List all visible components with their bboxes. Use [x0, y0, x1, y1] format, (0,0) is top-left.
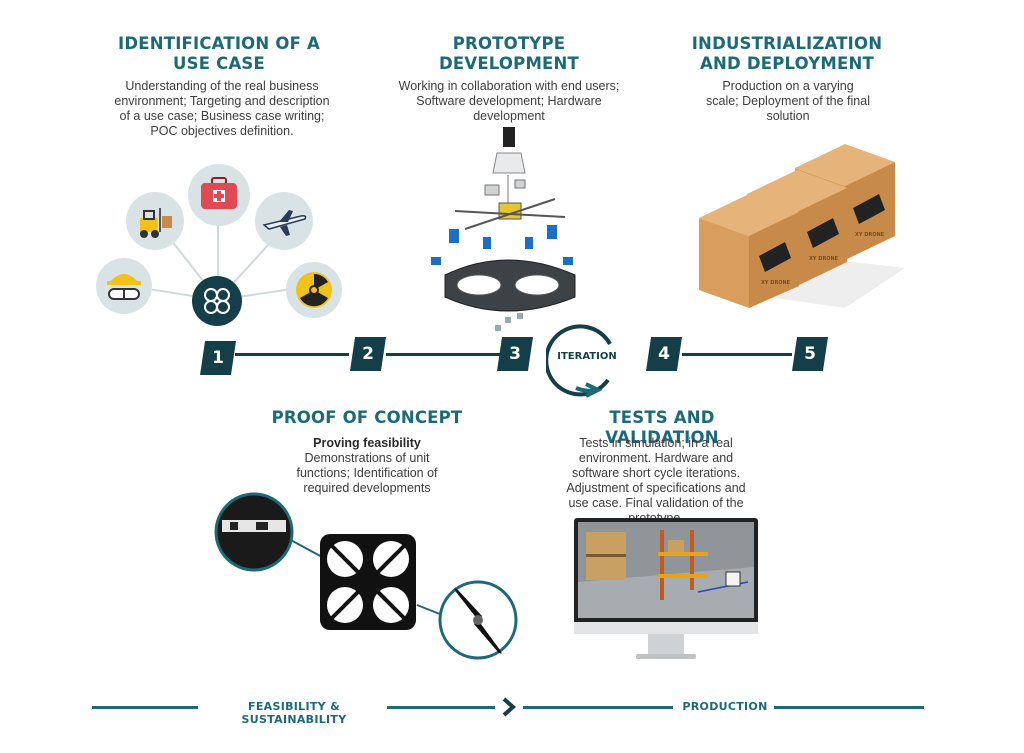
step-3-description: Working in collaboration with end users;…: [398, 79, 620, 123]
step-4-title: TESTS AND VALIDATION: [605, 408, 719, 447]
step-2-description: Demonstrations of unit functions; Identi…: [296, 451, 438, 495]
proof-of-concept-illustration: [214, 492, 518, 660]
propeller-icon: [438, 580, 518, 660]
step-5-description: Production on a varying scale; Deploymen…: [706, 79, 870, 123]
step-4-description: Tests in simulation; in a real environme…: [566, 436, 746, 525]
step-1-badge: 1: [200, 341, 236, 375]
hard-hat-goggles-icon: [96, 258, 152, 314]
footer-line-right-1: [523, 706, 673, 709]
footer-line-left-1: [92, 706, 198, 709]
camera-sensor-icon: [214, 492, 294, 572]
footer-line-left-2: [387, 706, 495, 709]
footer-feasibility-label: FEASIBILITY & SUSTAINABILITY: [241, 700, 347, 726]
footer-line-right-2: [774, 706, 924, 709]
step-5-badge: 5: [792, 337, 828, 371]
drone-frame-icon: [320, 534, 416, 630]
timeline-segment-2-3: [386, 353, 500, 356]
chevron-right-icon: [502, 697, 517, 717]
step-2-subtitle: Proving feasibility: [313, 436, 421, 450]
first-aid-kit-icon: [188, 164, 250, 226]
step-1-title: IDENTIFICATION OF A USE CASE: [118, 34, 320, 73]
exploded-drone-icon: [431, 127, 576, 331]
box-label-3: XY DRONE: [855, 232, 885, 238]
radiation-icon: [286, 262, 342, 318]
step-3-badge: 3: [497, 337, 533, 371]
step-3-title: PROTOTYPE DEVELOPMENT: [438, 34, 579, 73]
step-5-title: INDUSTRIALIZATION AND DEPLOYMENT: [691, 34, 883, 73]
forklift-icon: [126, 192, 184, 250]
timeline-segment-4-5: [682, 353, 792, 356]
iteration-label: ITERATION: [557, 351, 617, 362]
drone-icon: [192, 276, 242, 326]
step-4-badge: 4: [646, 337, 682, 371]
box-label-1: XY DRONE: [761, 280, 791, 286]
airplane-icon: [255, 192, 313, 250]
step-1-description: Understanding of the real business envir…: [114, 79, 330, 138]
footer-production-label: PRODUCTION: [682, 700, 768, 713]
step-2-title: PROOF OF CONCEPT: [271, 408, 463, 427]
timeline-segment-1-2: [235, 353, 349, 356]
simulation-monitor-icon: [574, 518, 758, 666]
iteration-cycle-icon: [546, 324, 612, 398]
box-label-2: XY DRONE: [809, 256, 839, 262]
drone-boxes-icon: XY DRONE XY DRONE XY DRONE: [699, 144, 905, 308]
step-2-badge: 2: [350, 337, 386, 371]
